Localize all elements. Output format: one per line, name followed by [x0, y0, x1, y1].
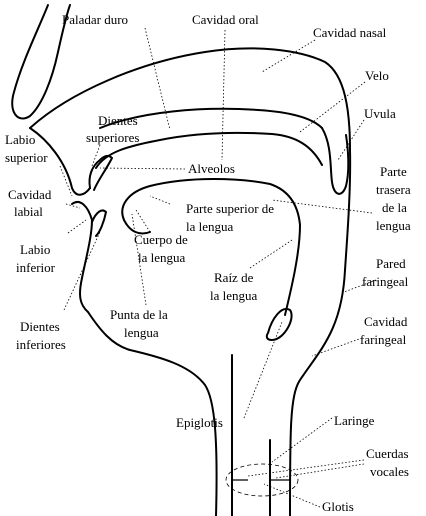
label-parte-superior-line1: Parte superior de — [186, 201, 274, 216]
label-cavidad-faringeal-line1: Cavidad — [364, 314, 408, 329]
label-cuerpo-line1: Cuerpo de — [134, 232, 188, 247]
label-pared-faringeal-line1: Pared — [376, 256, 406, 271]
leader-laringe — [272, 418, 332, 462]
label-labio-inferior-line1: Labio — [20, 242, 50, 257]
label-laringe: Laringe — [334, 413, 375, 428]
label-labio-superior-line2: superior — [5, 150, 48, 165]
label-punta-line2: lengua — [124, 325, 159, 340]
leader-raiz — [250, 240, 292, 268]
velum-uvula-outline — [322, 128, 348, 194]
nasal-cavity-outline — [30, 48, 350, 270]
leader-cuerdas-vocales-1 — [248, 460, 364, 476]
leader-cuerpo — [136, 210, 150, 232]
leader-dientes-inferiores — [64, 232, 100, 310]
leader-epiglotis — [244, 322, 282, 418]
label-labio-superior-line1: Labio — [5, 132, 35, 147]
label-cavidad-nasal: Cavidad nasal — [313, 25, 387, 40]
lower-lip-outline — [72, 202, 92, 312]
label-cavidad-faringeal-line2: faringeal — [360, 332, 407, 347]
label-epiglotis: Epiglotis — [176, 415, 223, 430]
label-punta-line1: Punta de la — [110, 307, 168, 322]
label-parte-superior-line2: la lengua — [186, 219, 234, 234]
lower-teeth-outline — [92, 210, 106, 236]
label-paladar-duro: Paladar duro — [62, 12, 128, 27]
leader-alveolos — [100, 168, 185, 169]
label-velo: Velo — [365, 68, 389, 83]
label-alveolos: Alveolos — [188, 161, 235, 176]
leader-labio-inferior — [68, 220, 86, 233]
label-labio-inferior-line2: inferior — [16, 260, 56, 275]
label-parte-trasera-line2: trasera — [376, 182, 411, 197]
label-dientes-superiores-line2: superiores — [86, 130, 139, 145]
leader-cavidad-labial — [66, 204, 80, 208]
label-glotis: Glotis — [322, 499, 354, 514]
label-uvula: Uvula — [364, 106, 396, 121]
epiglottis-outline — [267, 309, 292, 340]
label-raiz-line2: la lengua — [210, 288, 258, 303]
leader-velo — [300, 82, 365, 132]
label-pared-faringeal-line2: faringeal — [362, 274, 409, 289]
label-cuerpo-line2: la lengua — [138, 250, 186, 265]
label-cavidad-oral: Cavidad oral — [192, 12, 259, 27]
label-parte-trasera-line1: Parte — [380, 164, 407, 179]
label-dientes-inferiores-line2: inferiores — [16, 337, 66, 352]
label-parte-trasera-line4: lengua — [376, 218, 411, 233]
label-cuerdas-vocales-line1: Cuerdas — [366, 446, 409, 461]
label-parte-trasera-line3: de la — [382, 200, 407, 215]
label-cavidad-labial-line2: labial — [14, 204, 43, 219]
labels: Paladar duro Cavidad oral Cavidad nasal … — [5, 12, 411, 514]
label-dientes-superiores-line1: Dientes — [98, 113, 138, 128]
leader-parte-trasera — [272, 200, 372, 213]
leader-parte-superior — [150, 196, 170, 204]
label-dientes-inferiores-line1: Dientes — [20, 319, 60, 334]
label-cuerdas-vocales-line2: vocales — [370, 464, 409, 479]
label-raiz-line1: Raíz de — [214, 270, 254, 285]
leader-lines — [60, 28, 376, 507]
label-cavidad-labial-line1: Cavidad — [8, 187, 52, 202]
